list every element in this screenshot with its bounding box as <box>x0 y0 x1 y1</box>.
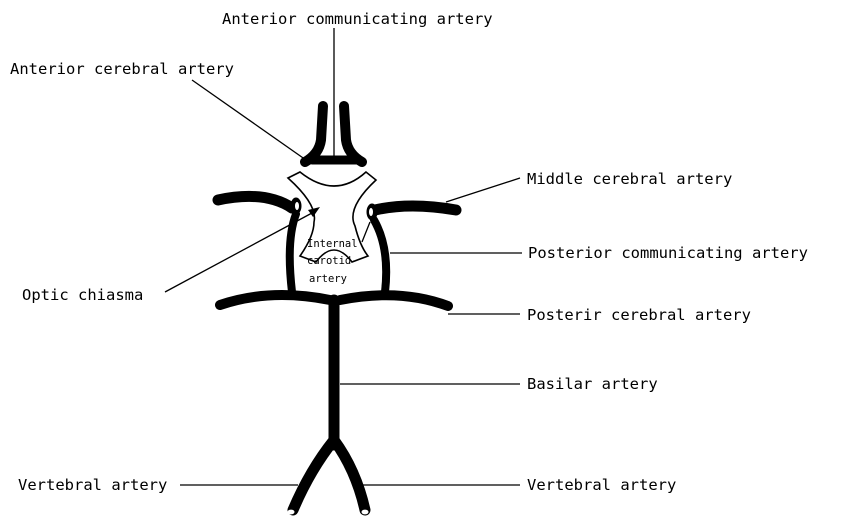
leader-middle-cerebral <box>446 178 520 202</box>
label-vertebral-left: Vertebral artery <box>18 476 167 494</box>
label-optic-chiasma: Optic chiasma <box>22 286 143 304</box>
middle-cerebral-artery-right <box>375 206 456 210</box>
label-basilar: Basilar artery <box>527 375 658 393</box>
middle-cerebral-artery-left <box>218 196 292 208</box>
leader-internal-carotid <box>362 222 370 242</box>
internal-carotid-left-lumen <box>295 202 299 210</box>
leader-anterior-cerebral <box>192 80 306 160</box>
vertebral-artery-right-lumen <box>362 510 369 515</box>
posterior-cerebral-artery-right <box>340 295 448 306</box>
anterior-cerebral-artery-left <box>305 106 323 162</box>
posterior-communicating-artery-left <box>290 214 296 292</box>
label-posterior-communicating: Posterior communicating artery <box>528 244 808 262</box>
label-internal-carotid-line1: Internal <box>307 238 358 250</box>
vertebral-artery-left-vessel <box>293 440 334 510</box>
label-vertebral-right: Vertebral artery <box>527 476 676 494</box>
internal-carotid-right-lumen <box>369 208 373 216</box>
posterior-communicating-artery-right <box>374 220 386 292</box>
label-anterior-cerebral: Anterior cerebral artery <box>10 60 234 78</box>
label-posterior-cerebral: Posterir cerebral artery <box>527 306 751 324</box>
vertebral-artery-right-vessel <box>334 440 365 510</box>
posterior-cerebral-artery-left <box>220 295 330 305</box>
anterior-cerebral-artery-right <box>344 106 362 162</box>
label-internal-carotid-line2: carotid- <box>307 255 358 267</box>
vertebral-artery-left-lumen <box>288 510 295 515</box>
label-anterior-communicating: Anterior communicating artery <box>222 10 493 28</box>
label-middle-cerebral: Middle cerebral artery <box>527 170 732 188</box>
label-internal-carotid-line3: artery <box>309 273 347 285</box>
